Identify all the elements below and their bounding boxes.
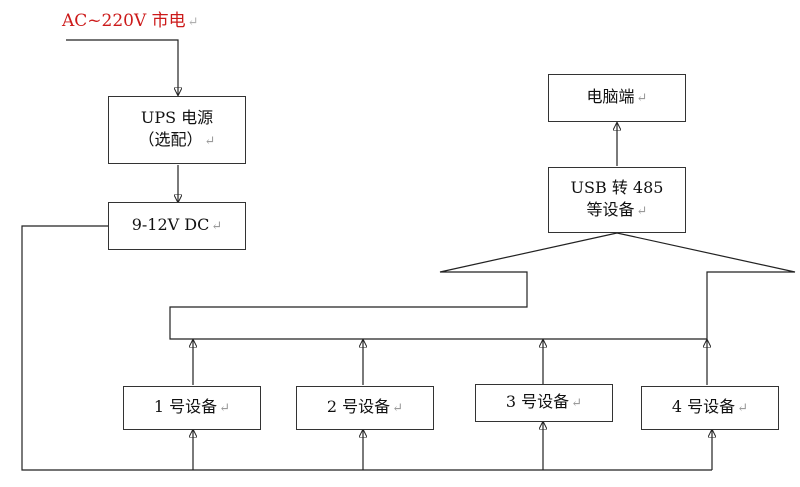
device-box-1: 1 号设备↵ [123, 386, 261, 430]
paragraph-mark-icon: ↵ [211, 219, 223, 234]
device-label: 3 号设备 [505, 392, 570, 411]
device-label: 1 号设备 [153, 397, 218, 416]
paragraph-mark-icon: ↵ [636, 91, 648, 106]
paragraph-mark-icon: ↵ [737, 401, 749, 416]
mains-feed-line [66, 39, 178, 95]
device-box-2: 2 号设备↵ [296, 386, 434, 430]
paragraph-mark-icon: ↵ [571, 396, 583, 411]
converter-box: USB 转 485 等设备↵ [548, 167, 686, 233]
paragraph-mark-icon: ↵ [392, 401, 404, 416]
mains-power-label: AC~220V 市电↵ [62, 6, 199, 31]
paragraph-mark-icon: ↵ [219, 401, 231, 416]
mains-power-text: AC~220V 市电 [62, 11, 186, 31]
ups-title: UPS 电源 [140, 108, 214, 127]
rs485-bus-outline [169, 232, 796, 340]
dc-supply-box: 9-12V DC↵ [108, 202, 246, 250]
paragraph-mark-icon: ↵ [204, 134, 216, 149]
power-bus-line [21, 225, 712, 471]
device-label: 4 号设备 [671, 397, 736, 416]
ups-optional-note: （选配） [138, 130, 203, 149]
device-box-4: 4 号设备↵ [641, 386, 779, 430]
dc-supply-label: 9-12V DC [131, 215, 210, 234]
ups-box: UPS 电源 （选配）↵ [108, 96, 246, 164]
paragraph-mark-icon: ↵ [636, 204, 648, 219]
computer-box: 电脑端↵ [548, 74, 686, 122]
device-label: 2 号设备 [326, 397, 391, 416]
converter-title: USB 转 485 [570, 178, 664, 197]
computer-label: 电脑端 [586, 87, 635, 106]
paragraph-mark-icon: ↵ [187, 15, 199, 30]
converter-subtitle: 等设备 [586, 200, 635, 219]
device-box-3: 3 号设备↵ [475, 384, 613, 422]
